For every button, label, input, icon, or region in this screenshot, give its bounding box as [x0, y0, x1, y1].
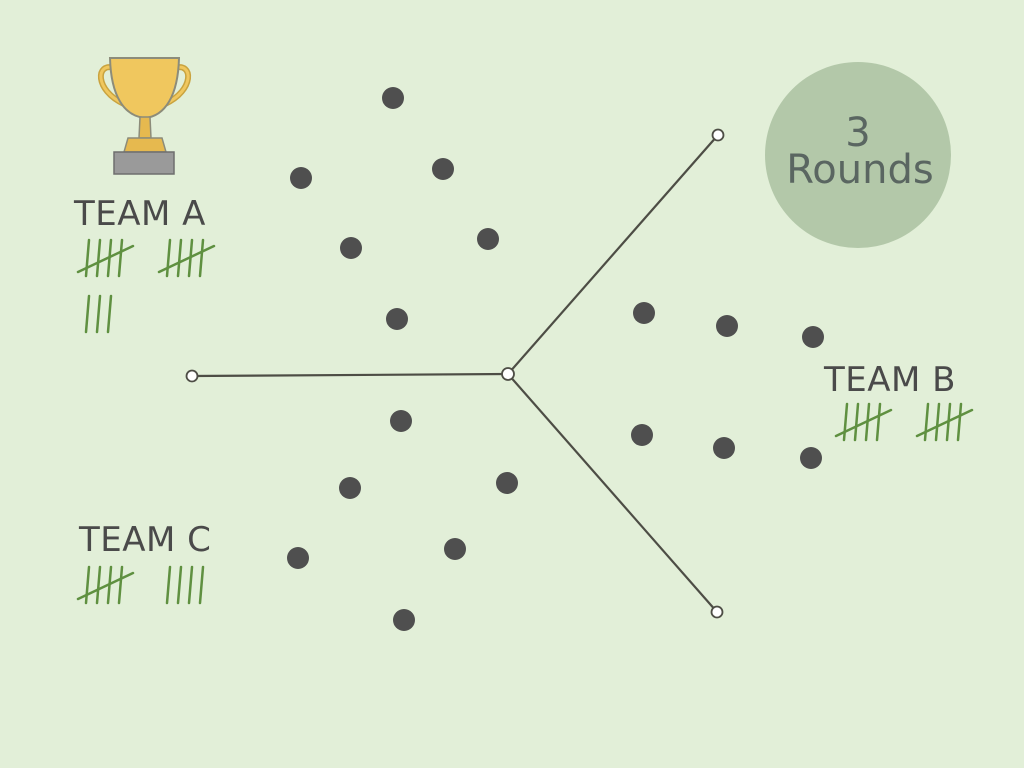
player-dot [800, 447, 822, 469]
tally-mark-slash [76, 244, 135, 274]
divider-line-lower-right [507, 373, 718, 613]
player-dot [477, 228, 499, 250]
tally-mark-slash [915, 408, 974, 438]
divider-endpoint-bottom [710, 605, 724, 619]
tally-mark [165, 238, 172, 278]
player-dot [496, 472, 518, 494]
team-b-label: TEAM B [823, 360, 956, 400]
tally-mark [934, 402, 941, 442]
field-divider-lines [185, 128, 725, 619]
player-dot [393, 609, 415, 631]
player-dot [432, 158, 454, 180]
rounds-label: Rounds [786, 147, 933, 193]
divider-center-point [501, 367, 515, 381]
team-a-tally [76, 238, 216, 334]
tally-mark [165, 565, 172, 605]
tally-mark [106, 294, 113, 334]
rounds-number: 3 [845, 110, 870, 156]
tally-mark [84, 238, 91, 278]
player-dot [802, 326, 824, 348]
tally-mark [956, 402, 963, 442]
player-dot [340, 237, 362, 259]
player-dot [713, 437, 735, 459]
player-dot [339, 477, 361, 499]
team-c-tally [76, 565, 205, 605]
tally-mark [853, 402, 860, 442]
players-team-b [631, 302, 824, 469]
tally-mark [117, 238, 124, 278]
tally-mark [117, 565, 124, 605]
player-dot [390, 410, 412, 432]
team-b-tally [834, 402, 974, 442]
team-a-label: TEAM A [73, 194, 206, 234]
tally-mark [95, 238, 102, 278]
tally-mark [923, 402, 930, 442]
trophy-icon [97, 57, 192, 175]
tally-mark [95, 565, 102, 605]
player-dot [290, 167, 312, 189]
tally-mark [84, 565, 91, 605]
tally-mark [198, 238, 205, 278]
player-dot [444, 538, 466, 560]
tally-mark [875, 402, 882, 442]
tally-mark [842, 402, 849, 442]
divider-line-left [191, 372, 509, 378]
tally-mark [176, 238, 183, 278]
team-c-label: TEAM C [78, 520, 211, 560]
divider-line-upper-right [507, 134, 719, 375]
player-dot [382, 87, 404, 109]
tally-mark [95, 294, 102, 334]
divider-endpoint-top [711, 128, 725, 142]
tally-mark-slash [157, 244, 216, 274]
rounds-badge-circle [765, 62, 951, 248]
player-dot [631, 424, 653, 446]
player-dot [386, 308, 408, 330]
tally-mark-slash [76, 571, 135, 601]
tally-mark [176, 565, 183, 605]
tally-mark [84, 294, 91, 334]
player-dot [716, 315, 738, 337]
rounds-badge: 3 Rounds [765, 62, 951, 248]
tally-mark [198, 565, 205, 605]
tally-mark-slash [834, 408, 893, 438]
players-team-c [287, 410, 518, 631]
players-team-a [290, 87, 499, 330]
player-dot [287, 547, 309, 569]
divider-endpoint-left [185, 369, 199, 383]
player-dot [633, 302, 655, 324]
tally-mark [187, 565, 194, 605]
